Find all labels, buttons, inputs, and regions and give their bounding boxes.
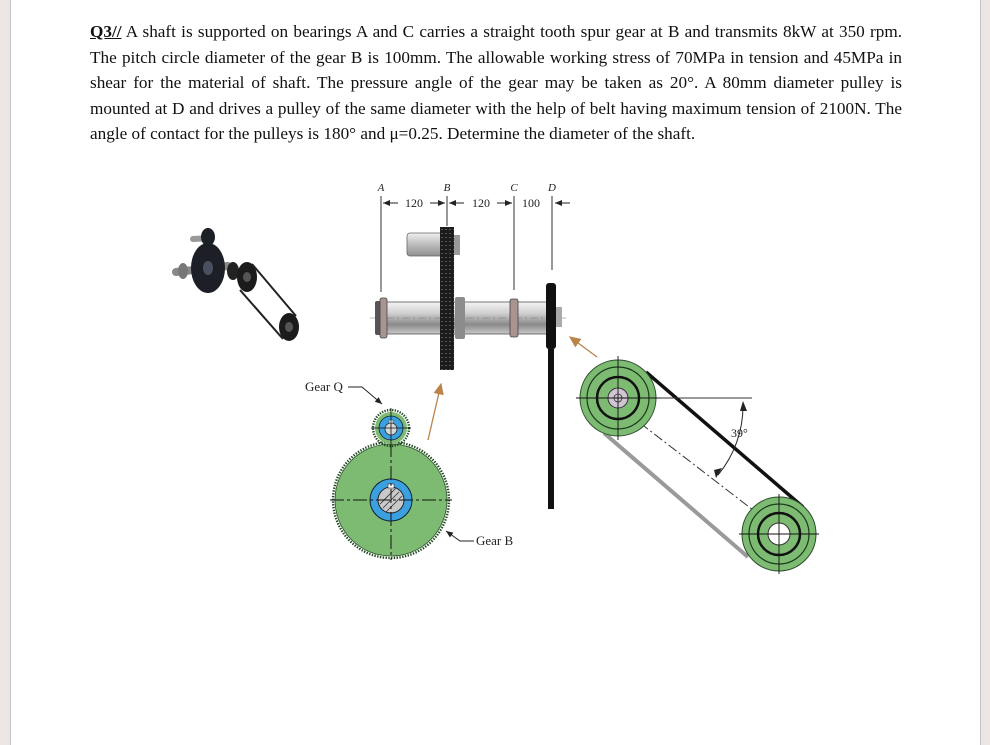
gear-b-leader xyxy=(445,530,474,542)
page-edge-left xyxy=(0,0,11,745)
dim-cd: 100 xyxy=(522,196,540,210)
label-d: D xyxy=(547,182,556,194)
angle-arc xyxy=(717,404,744,476)
extension-lines xyxy=(380,196,553,292)
gear-b-side xyxy=(440,227,454,370)
pulley-d-side xyxy=(546,283,562,509)
question-text: Q3// A shaft is supported on bearings A … xyxy=(90,19,902,147)
dim-ab: 120 xyxy=(405,196,423,210)
page-edge-right xyxy=(980,0,990,745)
label-c: C xyxy=(510,182,518,194)
gear-b-front xyxy=(330,440,452,560)
gear-q-leader xyxy=(348,386,383,405)
gear-q-label: Gear Q xyxy=(305,379,344,394)
belt-angle-label: 39° xyxy=(731,426,748,440)
gear-b-label: Gear B xyxy=(476,533,514,548)
belt-drive-front xyxy=(602,370,805,559)
dim-bc: 120 xyxy=(472,196,490,210)
label-a: A xyxy=(377,182,385,194)
label-b: B xyxy=(444,182,451,194)
main-shaft xyxy=(370,297,566,339)
gear-q-front xyxy=(371,408,411,448)
isometric-assembly-icon xyxy=(172,228,299,341)
gear-force-arrow xyxy=(427,382,444,441)
question-number: Q3// xyxy=(90,22,122,41)
question-body: A shaft is supported on bearings A and C… xyxy=(90,22,902,144)
driver-pulley xyxy=(576,356,660,440)
belt-force-arrow xyxy=(568,336,598,358)
driven-pulley xyxy=(739,494,819,574)
